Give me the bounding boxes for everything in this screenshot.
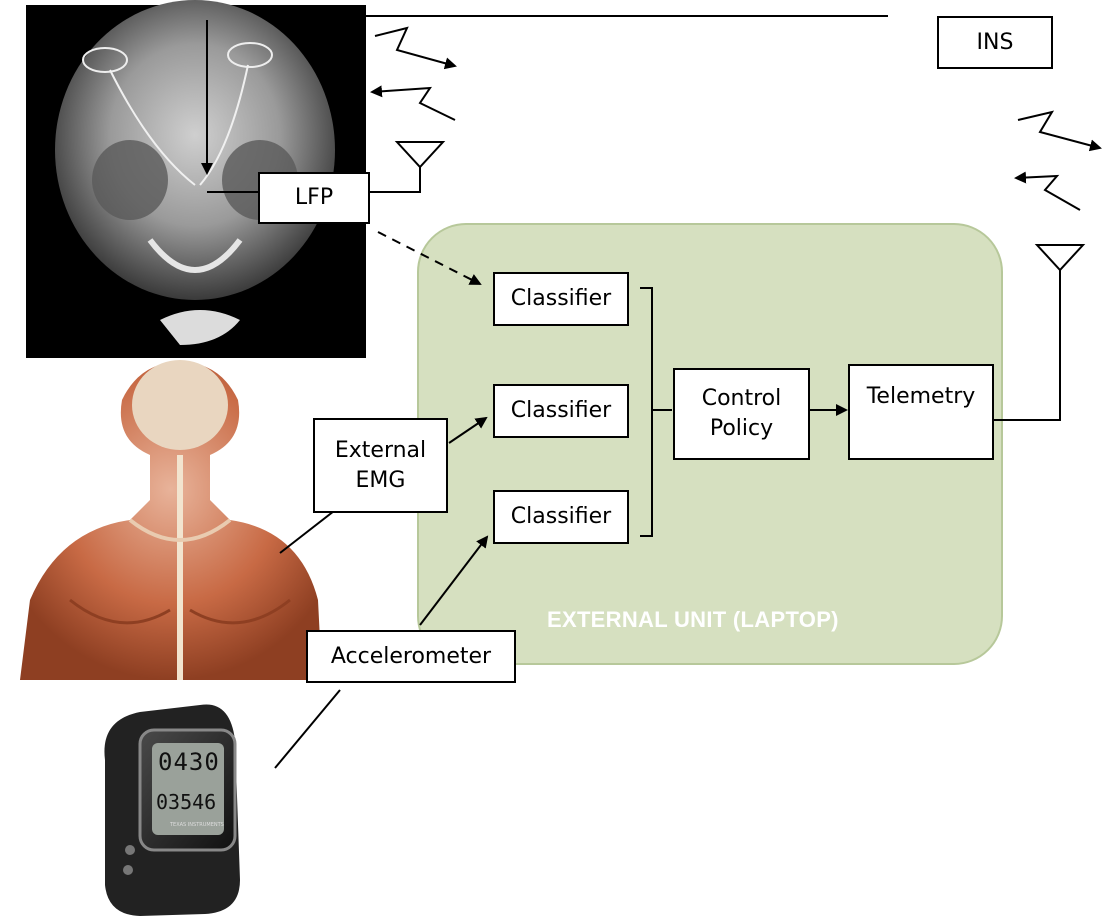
- classifier-block-2: Classifier: [493, 384, 629, 438]
- external-unit-label: EXTERNAL UNIT (LAPTOP): [547, 607, 839, 633]
- ins-block: INS: [937, 16, 1053, 69]
- watch-display-line-2: 03546: [156, 790, 216, 814]
- watch-pointer-line: [275, 690, 340, 768]
- classifier-block-3: Classifier: [493, 490, 629, 544]
- lfp-antenna-icon: [397, 142, 443, 167]
- external-emg-block: External EMG: [313, 418, 448, 513]
- accelerometer-block: Accelerometer: [306, 630, 516, 683]
- telemetry-signal-in-icon: [1016, 176, 1080, 210]
- lfp-antenna-line: [370, 167, 420, 192]
- classifier-block-1: Classifier: [493, 272, 629, 326]
- watch-display-line-1: 0430: [158, 748, 220, 776]
- lfp-block: LFP: [258, 172, 370, 224]
- wireless-signal-out-icon: [375, 28, 455, 66]
- watch-brand: TEXAS INSTRUMENTS: [170, 822, 224, 828]
- wireless-signal-in-icon: [372, 88, 455, 120]
- telemetry-antenna-line: [994, 270, 1060, 420]
- telemetry-signal-out-icon: [1018, 112, 1100, 148]
- back-muscle-anatomy-image: [20, 360, 322, 680]
- telemetry-block: Telemetry: [848, 364, 994, 460]
- control-policy-block: Control Policy: [673, 368, 810, 460]
- telemetry-antenna-icon: [1037, 245, 1083, 270]
